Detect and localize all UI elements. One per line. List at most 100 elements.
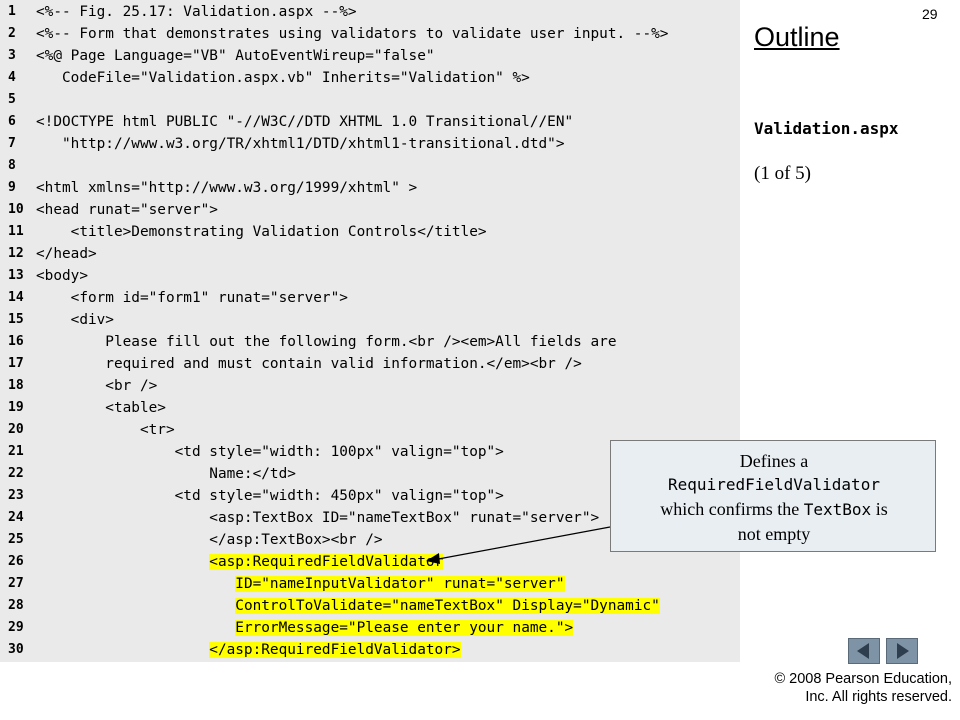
- line-number: 12: [8, 246, 24, 261]
- code-line: 2 <%-- Form that demonstrates using valid…: [0, 23, 740, 45]
- line-number: 6: [8, 114, 16, 129]
- line-number: 24: [8, 510, 24, 525]
- code-line: 30 </asp:RequiredFieldValidator>: [0, 639, 740, 661]
- code-line: 23 <td style="width: 450px" valign="top"…: [0, 485, 740, 507]
- triangle-left-icon: [857, 643, 869, 659]
- code-text: <div>: [36, 312, 114, 328]
- line-number: 23: [8, 488, 24, 503]
- part-indicator: (1 of 5): [754, 163, 811, 184]
- slide-number: 29: [922, 6, 938, 22]
- code-line: 9 <html xmlns="http://www.w3.org/1999/xht…: [0, 177, 740, 199]
- code-line: 12 </head>: [0, 243, 740, 265]
- code-line: 25 </asp:TextBox><br />: [0, 529, 740, 551]
- code-text: </head>: [36, 246, 97, 262]
- file-title: Validation.aspx: [754, 119, 899, 138]
- code-line: 21 <td style="width: 100px" valign="top"…: [0, 441, 740, 463]
- code-line: 20 <tr>: [0, 419, 740, 441]
- code-line: 19 <table>: [0, 397, 740, 419]
- line-number: 2: [8, 26, 16, 41]
- code-text: <td style="width: 450px" valign="top">: [36, 488, 504, 504]
- line-number: 16: [8, 334, 24, 349]
- code-text: <asp:TextBox ID="nameTextBox" runat="ser…: [36, 510, 600, 526]
- code-text: <head runat="server">: [36, 202, 218, 218]
- code-line: 13 <body>: [0, 265, 740, 287]
- code-line: 27 ID="nameInputValidator" runat="server…: [0, 573, 740, 595]
- code-text: ErrorMessage="Please enter your name.">: [235, 620, 574, 636]
- code-line: 11 <title>Demonstrating Validation Contr…: [0, 221, 740, 243]
- code-line: 22 Name:</td>: [0, 463, 740, 485]
- line-number: 3: [8, 48, 16, 63]
- code-text: <form id="form1" runat="server">: [36, 290, 348, 306]
- code-line: 14 <form id="form1" runat="server">: [0, 287, 740, 309]
- next-slide-button[interactable]: [886, 638, 918, 664]
- code-line: 24 <asp:TextBox ID="nameTextBox" runat="…: [0, 507, 740, 529]
- line-number: 27: [8, 576, 24, 591]
- code-line: 7 "http://www.w3.org/TR/xhtml1/DTD/xhtml…: [0, 133, 740, 155]
- callout-line-3: which confirms the TextBox is: [611, 497, 937, 522]
- code-text: <tr>: [36, 422, 175, 438]
- code-text: <td style="width: 100px" valign="top">: [36, 444, 504, 460]
- line-number: 28: [8, 598, 24, 613]
- line-number: 4: [8, 70, 16, 85]
- callout-line-2: RequiredFieldValidator: [668, 475, 880, 494]
- code-line: 5: [0, 89, 740, 111]
- code-text: <title>Demonstrating Validation Controls…: [36, 224, 487, 240]
- code-text: <%@ Page Language="VB" AutoEventWireup="…: [36, 48, 435, 64]
- code-text: </asp:RequiredFieldValidator>: [209, 642, 461, 658]
- line-number: 15: [8, 312, 24, 327]
- code-line: 29 ErrorMessage="Please enter your name.…: [0, 617, 740, 639]
- line-number: 29: [8, 620, 24, 635]
- callout-line-1: Defines a: [739, 451, 809, 471]
- code-text: Please fill out the following form.<br /…: [36, 334, 617, 350]
- callout-box: Defines a RequiredFieldValidator which c…: [610, 440, 936, 552]
- code-text: <%-- Fig. 25.17: Validation.aspx --%>: [36, 4, 357, 20]
- line-number: 30: [8, 642, 24, 657]
- code-line: 10 <head runat="server">: [0, 199, 740, 221]
- line-number: 25: [8, 532, 24, 547]
- callout-line-3-code: TextBox: [803, 500, 872, 519]
- code-line: 28 ControlToValidate="nameTextBox" Displ…: [0, 595, 740, 617]
- code-text: ID="nameInputValidator" runat="server": [235, 576, 565, 592]
- line-number: 13: [8, 268, 24, 283]
- code-line: 4 CodeFile="Validation.aspx.vb" Inherits…: [0, 67, 740, 89]
- copyright: © 2008 Pearson Education, Inc. All right…: [744, 670, 952, 706]
- line-number: 11: [8, 224, 24, 239]
- code-line: 26 <asp:RequiredFieldValidator: [0, 551, 740, 573]
- line-number: 7: [8, 136, 16, 151]
- previous-slide-button[interactable]: [848, 638, 880, 664]
- code-text: <!DOCTYPE html PUBLIC "-//W3C//DTD XHTML…: [36, 114, 574, 130]
- line-number: 10: [8, 202, 24, 217]
- copyright-line-2: Inc. All rights reserved.: [805, 689, 952, 705]
- copyright-line-1: © 2008 Pearson Education,: [774, 671, 952, 687]
- triangle-right-icon: [897, 643, 909, 659]
- code-line: 16 Please fill out the following form.<b…: [0, 331, 740, 353]
- code-text: CodeFile="Validation.aspx.vb" Inherits="…: [36, 70, 530, 86]
- line-number: 19: [8, 400, 24, 415]
- code-line: 1 <%-- Fig. 25.17: Validation.aspx --%>: [0, 1, 740, 23]
- line-number: 20: [8, 422, 24, 437]
- code-text: <asp:RequiredFieldValidator: [209, 554, 444, 570]
- line-number: 5: [8, 92, 16, 107]
- line-number: 17: [8, 356, 24, 371]
- code-text: "http://www.w3.org/TR/xhtml1/DTD/xhtml1-…: [36, 136, 565, 152]
- line-number: 22: [8, 466, 24, 481]
- callout-line-3-post: is: [871, 499, 888, 519]
- code-text: <html xmlns="http://www.w3.org/1999/xhtm…: [36, 180, 418, 196]
- code-line: 17 required and must contain valid infor…: [0, 353, 740, 375]
- line-number: 9: [8, 180, 16, 195]
- line-number: 21: [8, 444, 24, 459]
- line-number: 1: [8, 4, 16, 19]
- code-text: </asp:TextBox><br />: [36, 532, 383, 548]
- code-line: 18 <br />: [0, 375, 740, 397]
- code-text: <body>: [36, 268, 88, 284]
- code-line: 8: [0, 155, 740, 177]
- code-line: 6 <!DOCTYPE html PUBLIC "-//W3C//DTD XHTM…: [0, 111, 740, 133]
- outline-heading: Outline: [754, 22, 840, 52]
- line-number: 18: [8, 378, 24, 393]
- code-panel: 1 <%-- Fig. 25.17: Validation.aspx --%> 2 <…: [0, 0, 740, 662]
- code-text: <%-- Form that demonstrates using valida…: [36, 26, 669, 42]
- line-number: 26: [8, 554, 24, 569]
- code-line: 15 <div>: [0, 309, 740, 331]
- code-text: <table>: [36, 400, 166, 416]
- callout-text: Defines a RequiredFieldValidator which c…: [611, 449, 937, 546]
